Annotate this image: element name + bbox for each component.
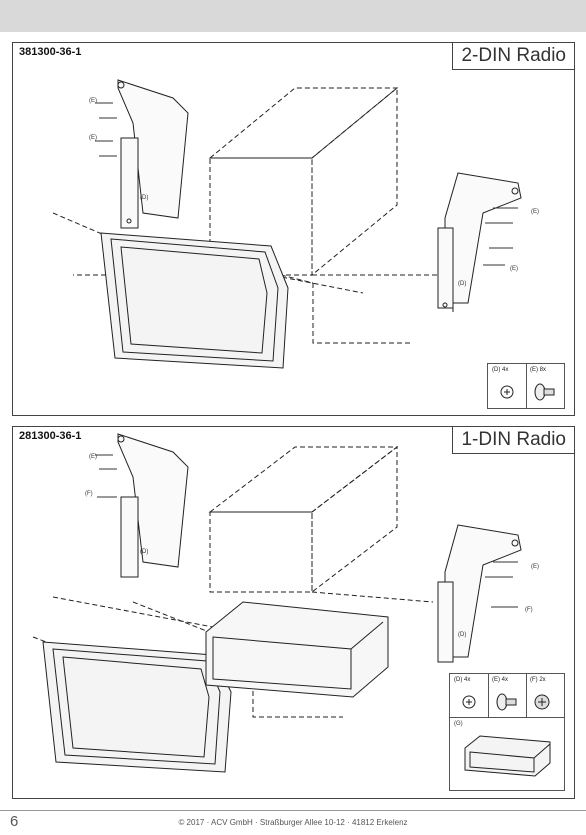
screw-head-icon: [500, 385, 514, 399]
legend-label: (D) 4x: [492, 367, 509, 373]
label-d: (D): [458, 281, 467, 287]
panel-title: 1-DIN Radio: [452, 427, 574, 454]
label-d: (D): [140, 549, 149, 555]
part-number: 381300-36-1: [19, 46, 82, 58]
label-f: (F): [85, 491, 93, 497]
pocket-icon: [464, 735, 551, 777]
legend-label: (E) 8x: [530, 367, 547, 373]
header-bar: [0, 0, 586, 32]
legend-label: (E) 4x: [492, 677, 509, 683]
flange-screw-icon: [534, 694, 550, 710]
legend-cell: (D) 4x: [450, 674, 489, 718]
label-e: (E): [89, 98, 97, 104]
page-number: 6: [10, 813, 19, 830]
legend-cell: (D) 4x: [488, 364, 527, 408]
label-e: (E): [89, 454, 97, 460]
parts-legend: (D) 4x (E) 8x: [487, 363, 565, 409]
label-d: (D): [458, 632, 467, 638]
label-e: (E): [89, 135, 97, 141]
part-number: 281300-36-1: [19, 430, 82, 442]
copyright-text: © 2017 · ACV GmbH · Straßburger Allee 10…: [178, 818, 408, 827]
panel-1din: 281300-36-1 1-DIN Radio (E) (F) (D) (E) …: [12, 426, 575, 799]
label-e: (E): [510, 266, 518, 272]
legend-cell: (E) 8x: [526, 364, 563, 408]
label-d: (D): [140, 195, 149, 201]
legend-label: (F) 2x: [530, 677, 546, 683]
diagram-2din: [52, 79, 522, 369]
legend-cell: (E) 4x: [488, 674, 527, 718]
label-f: (F): [525, 607, 533, 613]
legend-cell: (F) 2x: [526, 674, 563, 718]
footer-divider: [0, 810, 586, 811]
bolt-icon: [534, 383, 555, 401]
diagram-1din: [32, 433, 522, 773]
pocket-legend: (G): [449, 717, 565, 791]
legend-label: (D) 4x: [454, 677, 471, 683]
screw-head-icon: [462, 695, 476, 709]
page-footer: 6 © 2017 · ACV GmbH · Straßburger Allee …: [0, 810, 586, 835]
panel-2din: 381300-36-1 2-DIN Radio (E) (E) (D) (E) …: [12, 42, 575, 416]
label-e: (E): [531, 209, 539, 215]
label-e: (E): [531, 564, 539, 570]
label-g: (G): [454, 721, 463, 727]
bolt-icon: [496, 693, 517, 711]
parts-legend: (D) 4x (E) 4x (F) 2x: [449, 673, 565, 719]
panel-title: 2-DIN Radio: [452, 43, 574, 70]
